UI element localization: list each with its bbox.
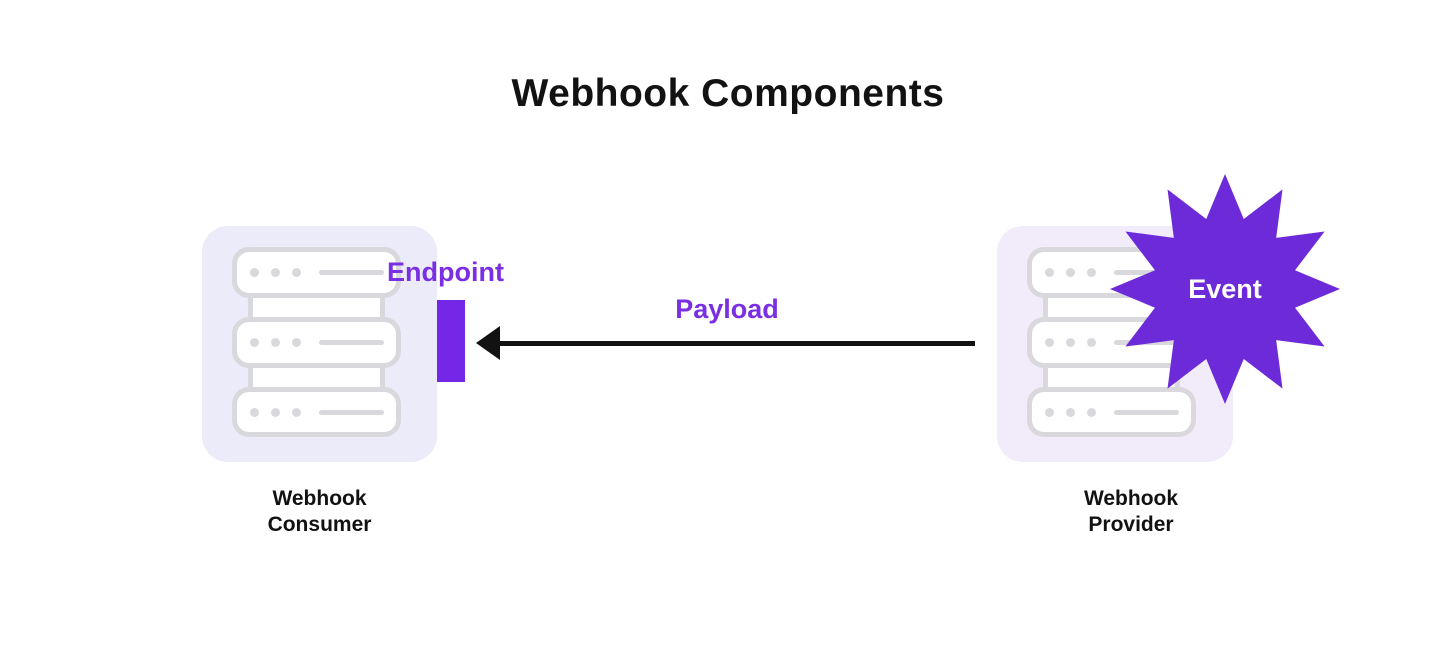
server-dot-icon — [271, 338, 280, 347]
server-bar-icon — [319, 409, 384, 415]
event-starburst-icon — [1110, 174, 1340, 404]
server-icon — [1027, 247, 1196, 437]
caption-line: Consumer — [267, 513, 372, 536]
server-dot-icon — [1045, 407, 1054, 417]
server-dot-icon — [1045, 268, 1054, 277]
webhook-consumer-caption: Webhook Consumer — [202, 486, 437, 538]
caption-line: Webhook — [1083, 487, 1179, 510]
webhook-provider-caption: Webhook Provider — [1013, 486, 1249, 538]
diagram-title: Webhook Components — [511, 72, 945, 115]
server-dot-icon — [1087, 268, 1096, 277]
server-bar-icon — [319, 270, 384, 275]
server-dot-icon — [250, 407, 259, 417]
server-dot-icon — [1087, 338, 1096, 347]
endpoint-label: Endpoint — [387, 257, 504, 287]
server-dot-icon — [1045, 338, 1054, 347]
server-drawer — [232, 247, 401, 298]
server-icon — [232, 247, 401, 437]
server-bar-icon — [319, 340, 384, 345]
server-dot-icon — [250, 268, 259, 277]
server-drawer — [232, 317, 401, 368]
server-dot-icon — [292, 338, 301, 347]
server-dot-icon — [250, 338, 259, 347]
server-dot-icon — [292, 407, 301, 417]
server-drawer — [1027, 387, 1196, 437]
endpoint-bar — [437, 300, 465, 382]
server-dot-icon — [271, 268, 280, 277]
server-dot-icon — [1066, 268, 1075, 277]
caption-line: Provider — [1088, 513, 1174, 536]
server-dot-icon — [1066, 338, 1075, 347]
server-bar-icon — [1114, 270, 1179, 275]
event-label: Event — [1188, 273, 1262, 304]
server-drawer — [232, 387, 401, 437]
server-dot-icon — [1066, 407, 1075, 417]
caption-line: Webhook — [272, 487, 367, 510]
server-dot-icon — [292, 268, 301, 277]
server-dot-icon — [271, 407, 280, 417]
webhook-consumer-node — [202, 226, 437, 462]
arrow-head-icon — [476, 326, 500, 360]
server-dot-icon — [1087, 407, 1096, 417]
payload-arrow-line — [494, 341, 975, 346]
server-bar-icon — [1114, 409, 1179, 415]
payload-label: Payload — [675, 294, 779, 324]
